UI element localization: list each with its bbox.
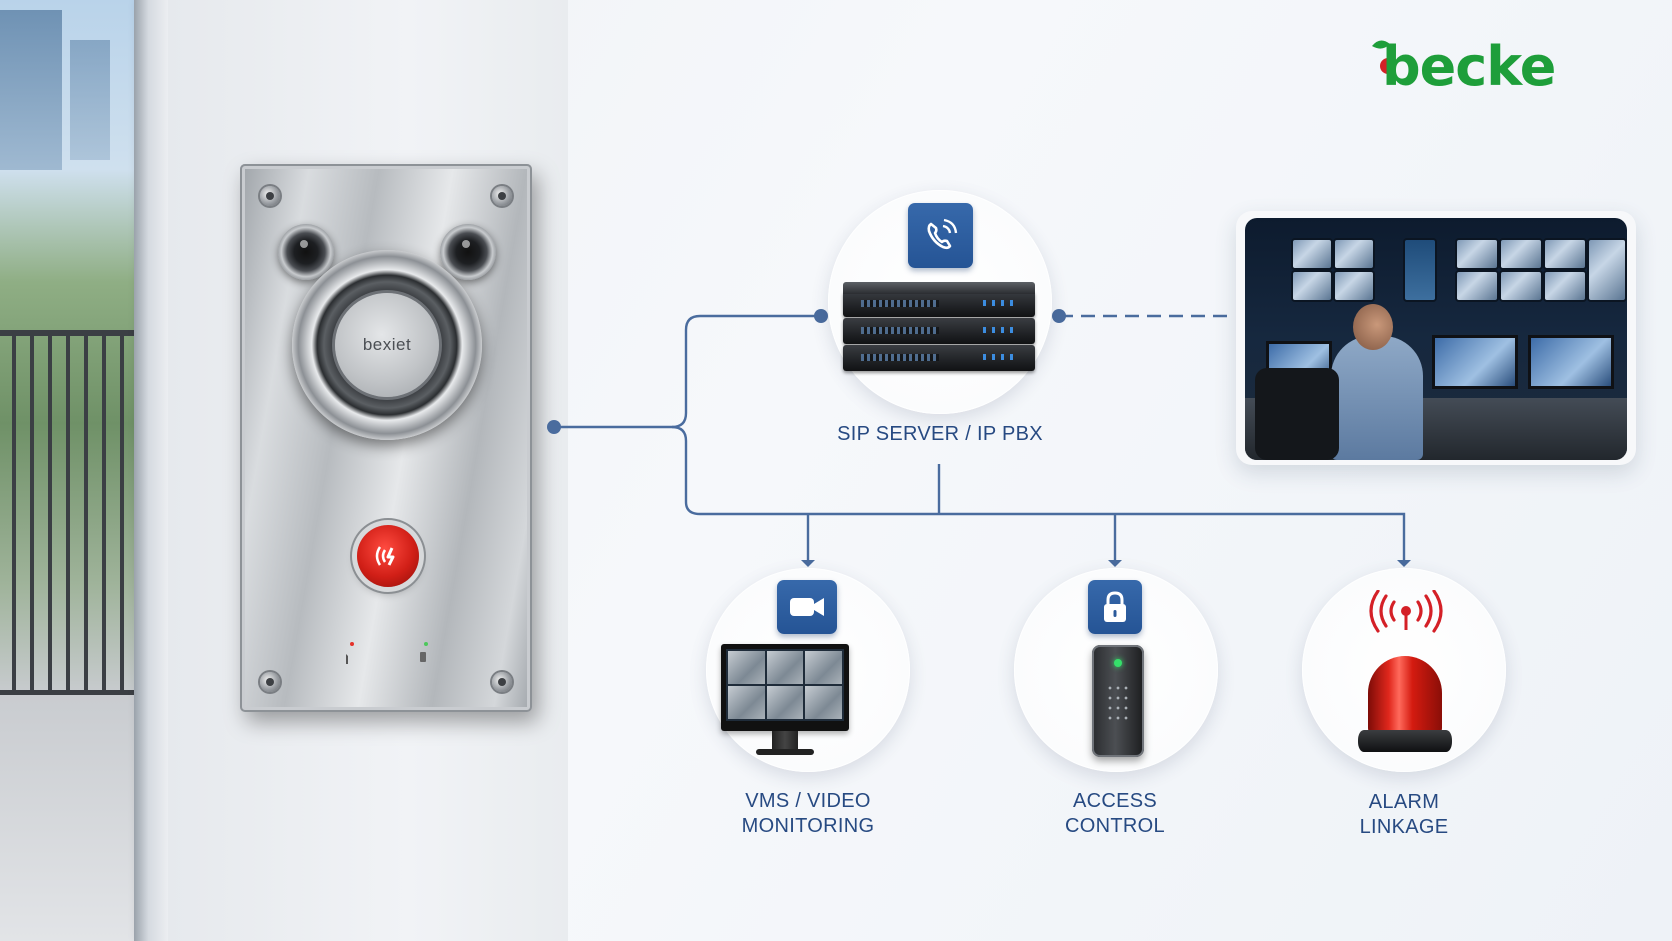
alarm-label: ALARM LINKAGE xyxy=(1290,790,1518,840)
server-label: SIP SERVER / IP PBX xyxy=(837,423,1043,445)
alarm-beacon xyxy=(1368,656,1442,736)
gate-bar xyxy=(120,330,124,695)
desk-monitor xyxy=(1531,338,1611,386)
node-dot xyxy=(1052,309,1066,323)
node-dot xyxy=(547,420,561,434)
video-wall-screen xyxy=(1501,240,1541,268)
control-room-photo xyxy=(1236,211,1636,465)
access-keypad xyxy=(1092,645,1144,757)
call-button[interactable] xyxy=(357,525,419,587)
status-led-green xyxy=(424,642,428,646)
arrow-tip xyxy=(1397,560,1411,567)
logo-text: becke xyxy=(1382,35,1556,98)
video-camera-icon xyxy=(790,598,824,616)
status-led-red xyxy=(350,642,354,646)
video-wall-screen xyxy=(1335,240,1373,268)
intercom-brand: bexiet xyxy=(362,335,412,354)
video-wall-screen xyxy=(1589,240,1625,300)
intercom-panel: bexiet xyxy=(240,164,532,712)
video-wall-screen xyxy=(1293,240,1331,268)
outdoor-background xyxy=(0,0,140,941)
camera-lens-left xyxy=(278,224,334,280)
call-wave-icon xyxy=(375,546,395,566)
operator xyxy=(1331,336,1423,460)
alarm-beacon-base xyxy=(1358,730,1452,752)
becke-logo: becke xyxy=(1368,36,1560,100)
building xyxy=(70,40,110,160)
gate-bar xyxy=(30,330,34,695)
server-badge xyxy=(908,203,973,268)
gate-bar xyxy=(102,330,106,695)
access-badge xyxy=(1088,580,1142,634)
camera-lens-right xyxy=(440,224,496,280)
gate-bar xyxy=(84,330,88,695)
vms-badge xyxy=(777,580,837,634)
video-wall-screen xyxy=(1457,240,1497,268)
video-wall-screen xyxy=(1545,272,1585,300)
arrow-tip xyxy=(1108,560,1122,567)
access-label: ACCESS CONTROL xyxy=(1000,789,1230,839)
video-wall-screen xyxy=(1405,240,1435,300)
monitor-stand xyxy=(772,731,798,751)
video-wall-screen xyxy=(1501,272,1541,300)
video-wall-screen xyxy=(1293,272,1331,300)
monitor-screen xyxy=(726,649,844,721)
link-bus xyxy=(671,425,1406,560)
server-rack-unit xyxy=(843,318,1035,344)
screw xyxy=(260,186,280,206)
server-rack-unit xyxy=(843,345,1035,371)
vms-label: VMS / VIDEO MONITORING xyxy=(680,789,936,839)
monitor xyxy=(721,644,849,731)
logo-leaf-icon xyxy=(1372,40,1396,74)
video-wall-screen xyxy=(1545,240,1585,268)
screw xyxy=(492,186,512,206)
speaker-cap: bexiet xyxy=(335,293,439,397)
alarm-label-line2: LINKAGE xyxy=(1359,816,1449,838)
keypad-led xyxy=(1114,659,1122,667)
operator-head xyxy=(1353,304,1393,350)
screw xyxy=(260,672,280,692)
wireless-alarm-icon xyxy=(1369,590,1443,633)
arrow-tip xyxy=(801,560,815,567)
vms-label-line2: MONITORING xyxy=(741,815,875,837)
chair xyxy=(1255,368,1339,460)
video-wall-screen xyxy=(1335,272,1373,300)
wall-edge xyxy=(134,0,170,941)
building xyxy=(0,10,62,170)
gate-bar xyxy=(48,330,52,695)
vms-label-line1: VMS / VIDEO xyxy=(745,790,871,812)
access-label-line1: ACCESS xyxy=(1072,790,1158,812)
screw xyxy=(492,672,512,692)
server-rack-unit xyxy=(843,291,1035,317)
gate-rail xyxy=(0,330,140,336)
keypad-keys xyxy=(1106,683,1130,723)
monitor-base xyxy=(756,749,814,755)
node-dot xyxy=(814,309,828,323)
gate-bar xyxy=(12,330,16,695)
gate-rail xyxy=(0,690,140,695)
access-label-line2: CONTROL xyxy=(1065,815,1165,837)
phone-signal-icon xyxy=(926,218,957,249)
link-intercom-server xyxy=(554,314,821,429)
server-top xyxy=(843,282,1035,294)
video-wall-screen xyxy=(1457,272,1497,300)
control-room-image xyxy=(1245,218,1627,460)
light-icon xyxy=(420,652,426,662)
alarm-label-line1: ALARM xyxy=(1368,791,1440,813)
padlock-icon xyxy=(1104,591,1126,622)
gate-bar xyxy=(66,330,70,695)
desk-monitor xyxy=(1435,338,1515,386)
door-icon xyxy=(346,654,358,664)
